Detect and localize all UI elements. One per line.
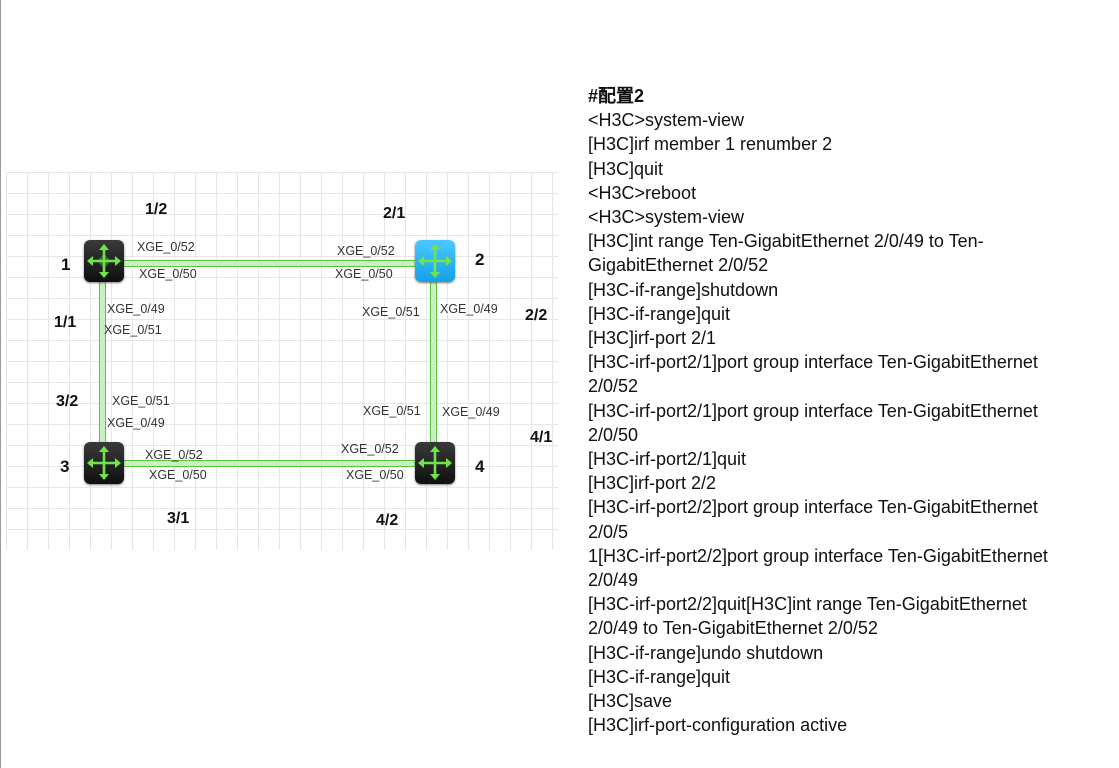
- port-label: XGE_0/49: [442, 405, 500, 419]
- port-label: XGE_0/51: [363, 404, 421, 418]
- port-label: XGE_0/52: [145, 448, 203, 462]
- config-commands: #配置2 <H3C>system-view [H3C]irf member 1 …: [588, 84, 1114, 737]
- config-line: [H3C]irf member 1 renumber 2: [588, 134, 833, 155]
- config-line: 2/0/49 to Ten-GigabitEthernet 2/0/52: [588, 618, 878, 639]
- router-arrows-icon: [87, 446, 121, 480]
- config-heading: #配置2: [588, 86, 645, 106]
- port-label: XGE_0/52: [137, 240, 195, 254]
- port-label: XGE_0/51: [104, 323, 162, 337]
- port-label: XGE_0/49: [107, 302, 165, 316]
- irf-port-label: 2/1: [383, 205, 406, 222]
- port-label: XGE_0/49: [107, 416, 165, 430]
- config-line: [H3C-if-range]undo shutdown: [588, 642, 824, 663]
- device-number: 4: [475, 457, 485, 476]
- config-line: [H3C-if-range]quit: [588, 666, 731, 687]
- config-line: [H3C]quit: [588, 158, 664, 179]
- config-line: [H3C-irf-port2/1]port group interface Te…: [588, 400, 1038, 421]
- port-label: XGE_0/50: [149, 468, 207, 482]
- config-line: [H3C-if-range]shutdown: [588, 279, 779, 300]
- device-number: 3: [60, 457, 70, 476]
- port-label: XGE_0/52: [341, 442, 399, 456]
- config-line: [H3C]irf-port 2/2: [588, 473, 717, 494]
- config-line: [H3C-irf-port2/1]port group interface Te…: [588, 352, 1038, 373]
- irf-port-label: 4/2: [376, 512, 399, 529]
- config-line: [H3C]irf-port-configuration active: [588, 715, 848, 736]
- device-3[interactable]: [84, 442, 124, 484]
- device-4[interactable]: [415, 442, 455, 484]
- config-line: [H3C]irf-port 2/1: [588, 328, 717, 349]
- config-line: [H3C]save: [588, 691, 673, 712]
- config-line: 2/0/50: [588, 424, 639, 445]
- link-1-3: [99, 282, 106, 442]
- router-arrows-icon: [87, 244, 121, 278]
- config-line: <H3C>system-view: [588, 207, 745, 228]
- irf-port-label: 3/2: [56, 393, 79, 410]
- config-line: [H3C-irf-port2/2]port group interface Te…: [588, 497, 1038, 518]
- config-line: [H3C-irf-port2/2]quit[H3C]int range Ten-…: [588, 594, 1027, 615]
- config-line: GigabitEthernet 2/0/52: [588, 255, 769, 276]
- irf-topology-diagram: 1 2 3 4 1/2 2/1 1/1 2/2 3/2 4/1 3/1 4/2 …: [6, 172, 558, 550]
- port-label: XGE_0/50: [346, 468, 404, 482]
- config-line: [H3C-irf-port2/1]quit: [588, 449, 747, 470]
- link-3-4: [117, 460, 437, 467]
- link-2-4: [430, 282, 437, 442]
- port-label: XGE_0/51: [362, 305, 420, 319]
- config-line: [H3C-if-range]quit: [588, 303, 731, 324]
- irf-port-label: 2/2: [525, 307, 548, 324]
- port-label: XGE_0/50: [139, 267, 197, 281]
- device-2[interactable]: [415, 240, 455, 282]
- config-line: <H3C>reboot: [588, 182, 697, 203]
- irf-port-label: 1/1: [54, 314, 77, 331]
- router-arrows-icon: [418, 446, 452, 480]
- link-1-2: [117, 260, 437, 267]
- config-line: <H3C>system-view: [588, 110, 745, 131]
- config-line: 2/0/5: [588, 521, 629, 542]
- config-line: 2/0/49: [588, 570, 639, 591]
- irf-port-label: 4/1: [530, 429, 553, 446]
- irf-port-label: 3/1: [167, 510, 190, 527]
- config-line: [H3C]int range Ten-GigabitEthernet 2/0/4…: [588, 231, 984, 252]
- page-left-border: [0, 0, 1, 768]
- router-arrows-icon: [418, 244, 452, 278]
- device-1[interactable]: [84, 240, 124, 282]
- config-line: 1[H3C-irf-port2/2]port group interface T…: [588, 545, 1048, 566]
- port-label: XGE_0/50: [335, 267, 393, 281]
- port-label: XGE_0/52: [337, 244, 395, 258]
- port-label: XGE_0/49: [440, 302, 498, 316]
- device-number: 2: [475, 250, 485, 269]
- config-line: 2/0/52: [588, 376, 639, 397]
- irf-port-label: 1/2: [145, 201, 168, 218]
- device-number: 1: [61, 255, 71, 274]
- port-label: XGE_0/51: [112, 394, 170, 408]
